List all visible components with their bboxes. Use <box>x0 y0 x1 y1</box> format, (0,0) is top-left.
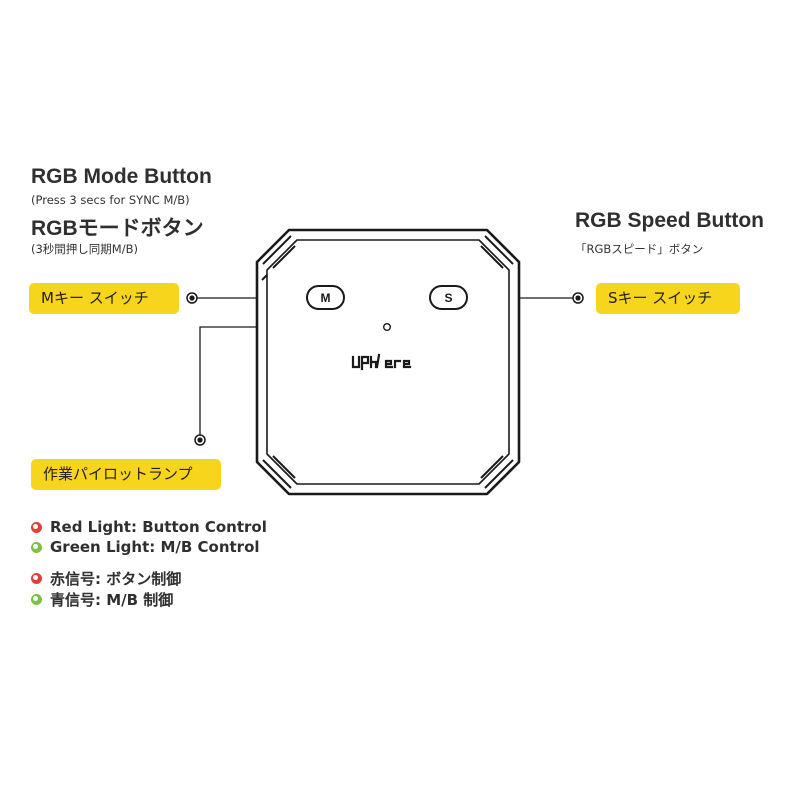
lamp-marker <box>194 434 206 446</box>
mode-button-note-ja: (3秒間押し同期M/B) <box>31 242 138 256</box>
legend-red-ja-label: 赤信号: ボタン制御 <box>50 569 182 588</box>
mode-button-title: RGB Mode Button <box>31 165 212 188</box>
m-button-label: M <box>320 290 331 305</box>
green-light-icon <box>31 593 42 605</box>
mode-button-title-ja: RGBモードボタン <box>31 217 204 240</box>
legend-red-ja: 赤信号: ボタン制御 <box>31 568 181 588</box>
m-key-callout-label: Mキー スイッチ <box>41 289 149 307</box>
uphere-logo-icon <box>351 353 412 371</box>
m-mode-button[interactable]: M <box>306 285 345 310</box>
legend-red-en: Red Light: Button Control <box>31 517 267 537</box>
red-light-icon <box>31 521 42 533</box>
legend-green-ja-label: 青信号: M/B 制御 <box>50 590 174 609</box>
s-speed-button[interactable]: S <box>429 285 468 310</box>
s-button-label: S <box>444 290 453 305</box>
s-key-callout: Sキー スイッチ <box>596 283 740 314</box>
m-key-callout: Mキー スイッチ <box>29 283 179 314</box>
red-light-icon <box>31 572 42 584</box>
s-key-callout-label: Sキー スイッチ <box>608 289 713 307</box>
m-key-marker <box>186 292 198 304</box>
s-key-marker <box>572 292 584 304</box>
mode-button-note: (Press 3 secs for SYNC M/B) <box>31 193 190 207</box>
speed-button-title: RGB Speed Button <box>575 209 764 232</box>
pilot-lamp <box>383 323 392 332</box>
lamp-callout: 作業パイロットランプ <box>31 459 221 490</box>
green-light-icon <box>31 541 42 553</box>
speed-button-note-ja: 「RGBスピード」ボタン <box>575 242 704 256</box>
lamp-callout-label: 作業パイロットランプ <box>43 465 193 483</box>
controller-housing <box>255 228 521 496</box>
legend-green-en: Green Light: M/B Control <box>31 537 260 557</box>
legend-green-ja: 青信号: M/B 制御 <box>31 589 173 609</box>
legend-green-en-label: Green Light: M/B Control <box>50 538 260 556</box>
legend-red-en-label: Red Light: Button Control <box>50 518 267 536</box>
